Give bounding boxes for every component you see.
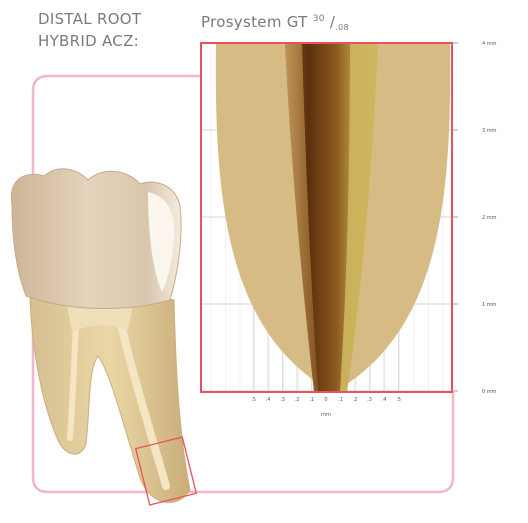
- y-tick-label: 3 mm: [482, 128, 497, 134]
- x-tick-label: .4: [266, 397, 271, 403]
- y-tick-label: 2 mm: [482, 215, 497, 221]
- x-tick-label: .5: [251, 397, 256, 403]
- x-tick-label: .1: [338, 397, 343, 403]
- y-tick-label: 0 mm: [482, 389, 497, 395]
- x-tick-label: .1: [309, 397, 314, 403]
- x-tick-label: .4: [382, 397, 387, 403]
- x-tick-label: .3: [367, 397, 372, 403]
- x-axis-unit: mm: [321, 412, 331, 418]
- canal-cross-section-chart: 4 mm 3 mm 2 mm 1 mm 0 mm .5 .4 .3 .2 .1 0 .1 .2 .3 .4…: [201, 41, 497, 418]
- x-tick-label: 0: [324, 397, 327, 403]
- y-tick-label: 4 mm: [482, 41, 497, 47]
- x-tick-label: .2: [295, 397, 300, 403]
- y-tick-label: 1 mm: [482, 302, 497, 308]
- x-tick-label: .2: [353, 397, 358, 403]
- tooth-illustration: [11, 169, 196, 505]
- x-tick-label: .5: [396, 397, 401, 403]
- x-tick-label: .3: [280, 397, 285, 403]
